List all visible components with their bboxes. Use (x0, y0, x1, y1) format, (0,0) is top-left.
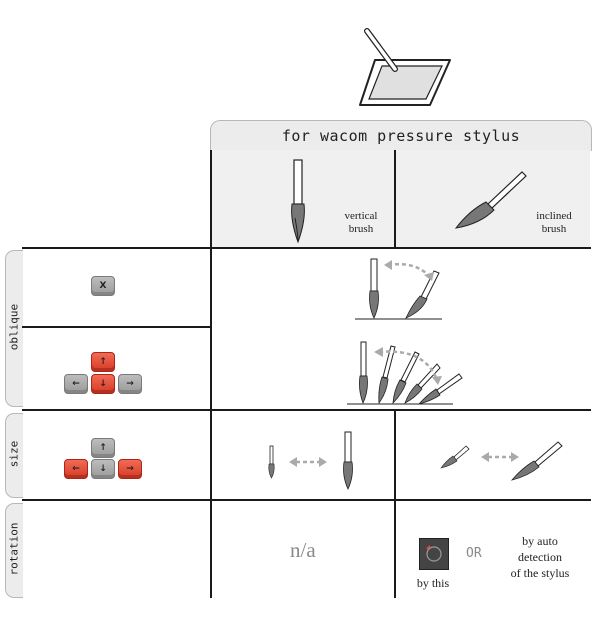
grid-line-col-mid-bottom (394, 410, 396, 598)
oblique-row-label: oblique (7, 303, 20, 351)
vertical-brush-icon (291, 159, 305, 244)
grid-line-oblique-bottom (22, 409, 591, 411)
size-inclined-illustration (440, 441, 563, 481)
grid-line-col-mid-top (394, 150, 396, 248)
grid-line-size-bottom (22, 499, 591, 501)
rotation-row-tab (5, 503, 23, 598)
oblique-x-illustration (355, 258, 442, 320)
inclined-brush-icon (454, 171, 527, 229)
rotation-na-text: n/a (290, 538, 316, 562)
oblique-row-tab (5, 250, 23, 407)
size-arrow-left-key: ← (64, 459, 88, 479)
arrow-left-key: ← (64, 374, 88, 394)
size-arrow-right-key: → (118, 459, 142, 479)
grid-line-col-left (210, 150, 212, 598)
header-tab: for wacom pressure stylus (210, 120, 592, 151)
rotation-by-this-text: by this (416, 576, 450, 590)
grid-line-header-bottom (22, 247, 591, 249)
inclined-brush-caption: inclined brush (536, 210, 572, 235)
arrow-right-key: → (118, 374, 142, 394)
size-vertical-illustration (268, 431, 353, 490)
x-key: X (91, 276, 115, 296)
rotation-camera-icon (419, 538, 449, 570)
rotation-or-text: OR (466, 546, 482, 561)
header-title: for wacom pressure stylus (281, 127, 521, 145)
grid-line-oblique-split (22, 326, 211, 328)
size-arrow-down-key: ↓ (91, 459, 115, 479)
wacom-tablet-icon (359, 28, 451, 106)
arrow-up-key: ↑ (91, 352, 115, 372)
size-row-tab (5, 413, 23, 498)
rotation-row-label: rotation (7, 522, 20, 576)
vertical-brush-cell (211, 150, 395, 247)
rotation-auto-detection-text: by auto detection of the stylus (510, 534, 570, 580)
size-arrow-up-key: ↑ (91, 438, 115, 458)
size-row-label: size (7, 440, 20, 468)
oblique-arrows-illustration (347, 341, 463, 405)
arrow-down-key: ↓ (91, 374, 115, 394)
vertical-brush-caption: vertical brush (344, 210, 378, 235)
